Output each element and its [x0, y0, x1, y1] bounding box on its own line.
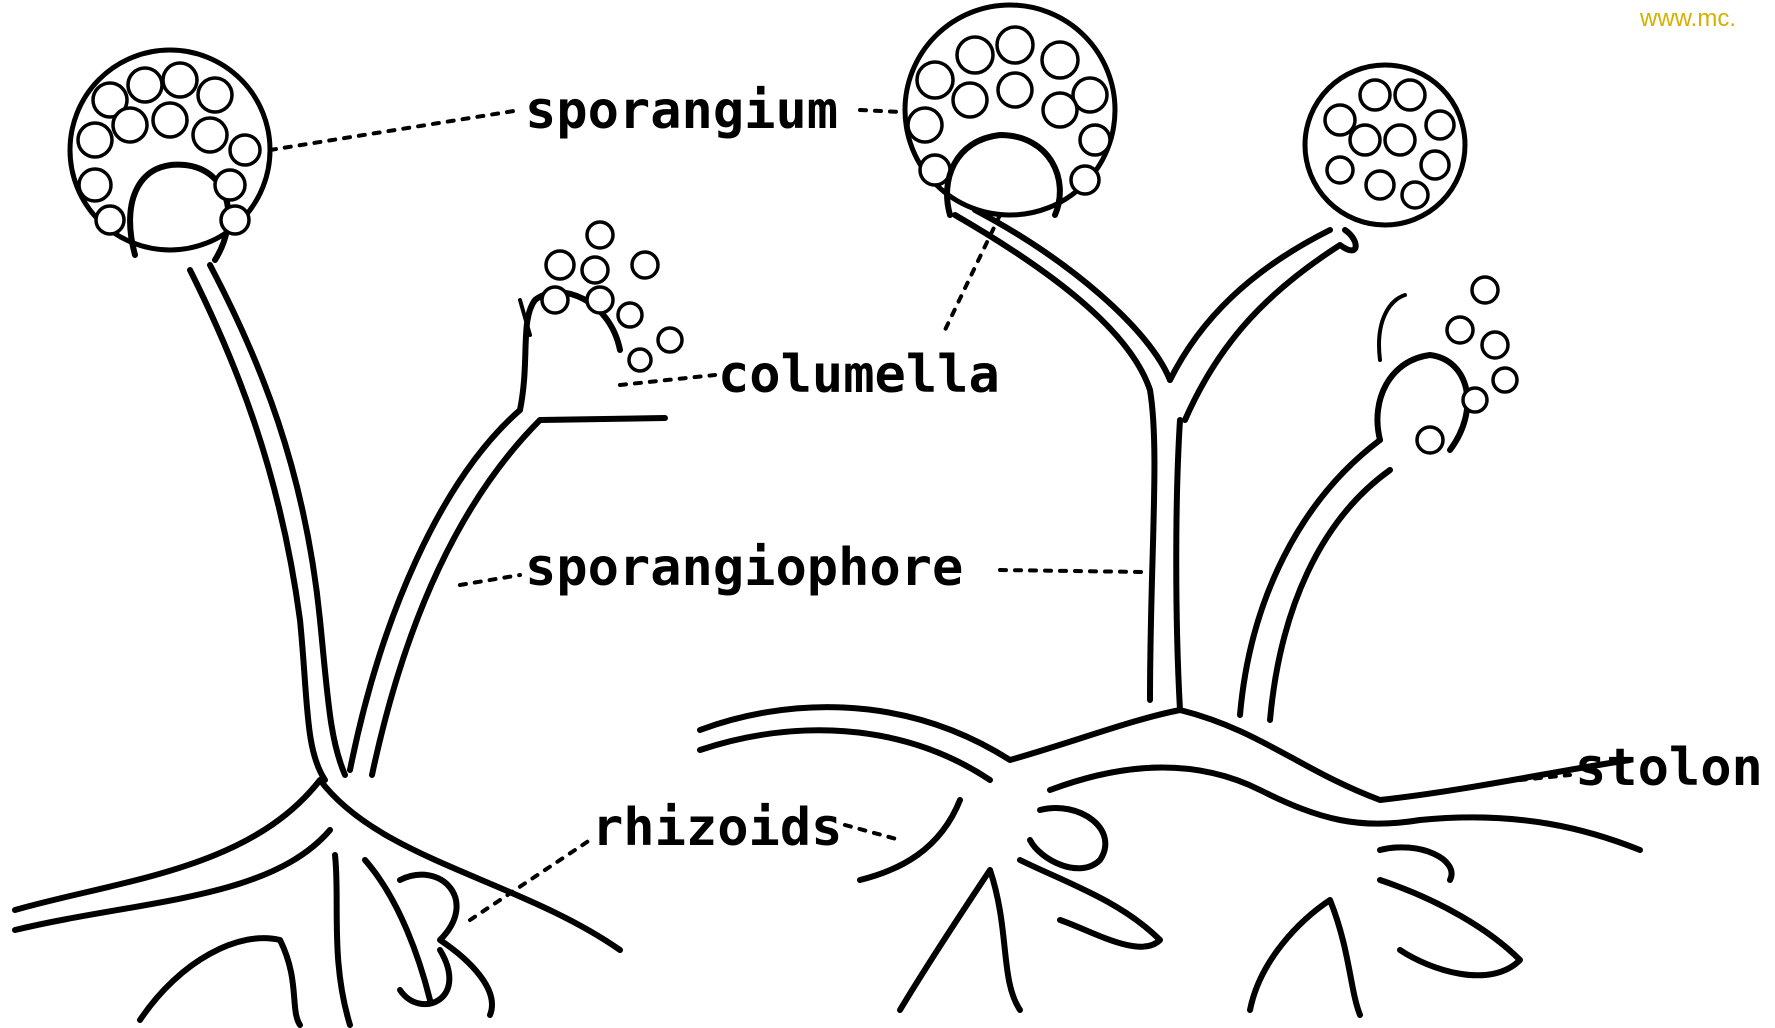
label-sporangiophore: sporangiophore [525, 538, 963, 598]
right-plant [700, 5, 1640, 1015]
label-stolon-group: stolon [1520, 738, 1763, 798]
label-stolon: stolon [1575, 738, 1763, 798]
watermark-text: www.mc. [1639, 5, 1736, 32]
label-sporangium: sporangium [525, 81, 838, 141]
label-columella: columella [718, 345, 1000, 405]
label-sporangium-group: sporangium [270, 81, 900, 150]
label-rhizoids: rhizoids [592, 798, 842, 858]
label-sporangiophore-group: sporangiophore [460, 538, 1145, 598]
burst-spores [542, 222, 682, 371]
label-columella-group: columella [620, 215, 1000, 405]
right-burst-spores [1417, 277, 1517, 453]
